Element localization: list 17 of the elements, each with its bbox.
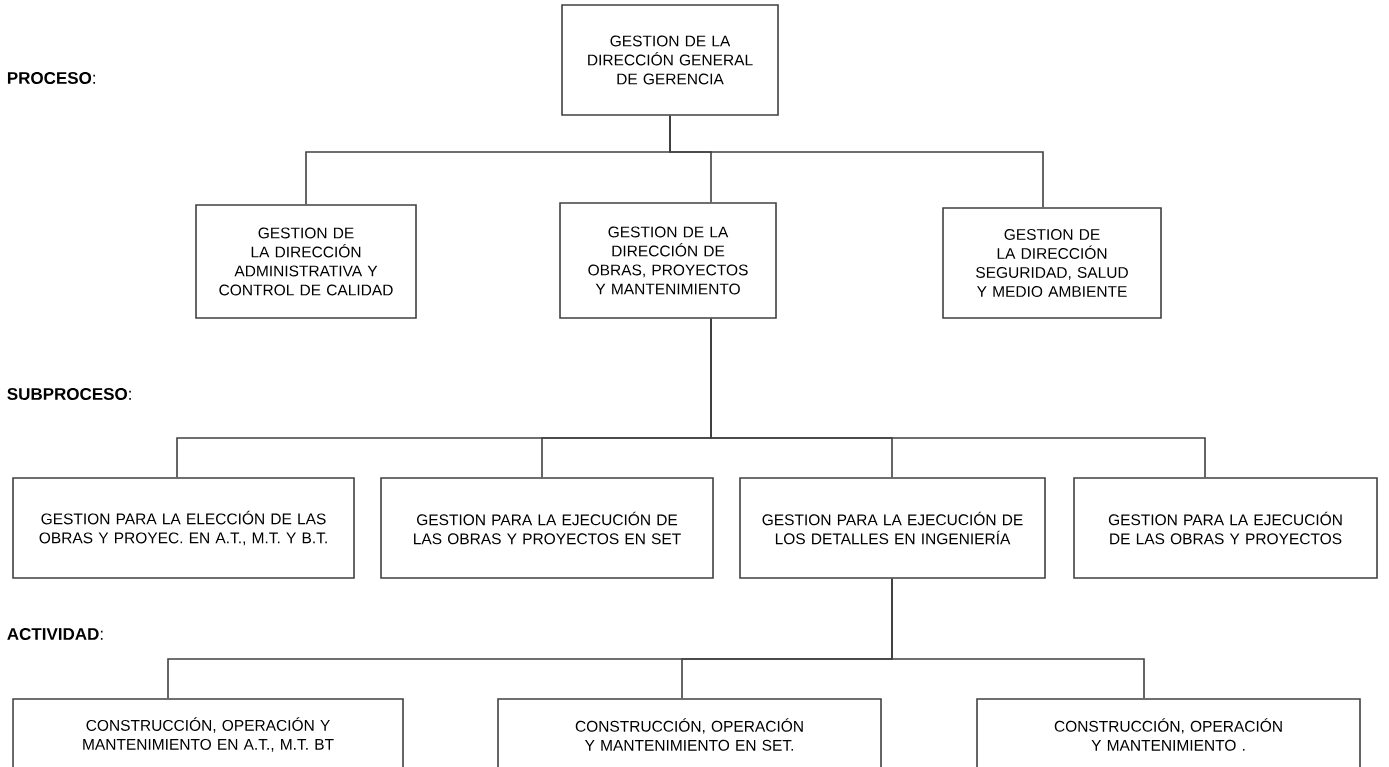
process-box: GESTION DE LA DIRECCIÓN GENERAL DE GERENCIA <box>561 4 779 116</box>
level-label: ACTIVIDAD: <box>7 627 103 640</box>
process-box: GESTION DE LA DIRECCIÓN SEGURIDAD, SALUD Y MEDIO AMBIENTE <box>942 207 1162 319</box>
process-box: GESTION DE LA DIRECCIÓN DE OBRAS, PROYECTOS Y MANTENIMIENTO <box>559 202 777 319</box>
process-box: CONSTRUCCIÓN, OPERACIÓN Y MANTENIMIENTO . <box>976 698 1361 767</box>
connector-line <box>669 115 1044 208</box>
process-box: GESTION PARA LA EJECUCIÓN DE LAS OBRAS Y PROYECTOS EN SET <box>380 477 714 579</box>
process-box: CONSTRUCCIÓN, OPERACIÓN Y MANTENIMIENTO EN A.T., M.T. BT <box>12 698 404 767</box>
connector-line <box>710 318 1206 478</box>
level-label: SUBPROCESO: <box>7 387 131 400</box>
process-box: GESTION PARA LA EJECUCIÓN DE LAS OBRAS Y PROYECTOS <box>1073 477 1378 579</box>
process-box: GESTION PARA LA EJECUCIÓN DE LOS DETALLES EN INGENIERÍA <box>739 477 1046 579</box>
connector-line <box>891 578 1145 699</box>
process-box: GESTION DE LA DIRECCIÓN ADMINISTRATIVA Y CONTROL DE CALIDAD <box>195 204 417 319</box>
level-label: PROCESO: <box>7 72 95 84</box>
process-box: CONSTRUCCIÓN, OPERACIÓN Y MANTENIMIENTO EN SET. <box>497 698 882 767</box>
process-box: GESTION PARA LA ELECCIÓN DE LAS OBRAS Y PROYEC. EN A.T., M.T. Y B.T. <box>12 477 355 579</box>
